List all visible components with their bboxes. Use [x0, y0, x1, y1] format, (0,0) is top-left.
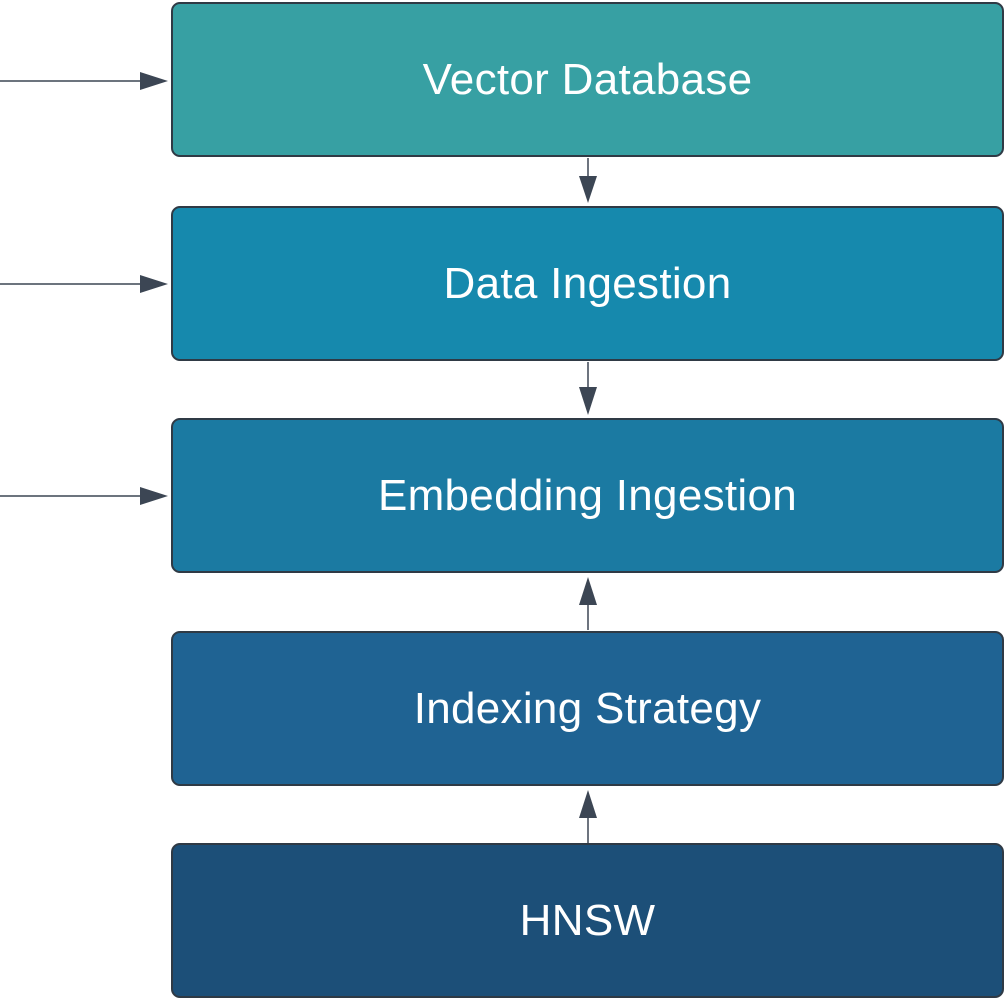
arrow-indexing-strategy-to-embedding-ingestion: [579, 577, 597, 630]
indexing-strategy-label: Indexing Strategy: [413, 683, 762, 733]
vector-database-label: Vector Database: [422, 54, 753, 104]
hnsw-label: HNSW: [519, 895, 656, 945]
embedding-ingestion-box[interactable]: Embedding Ingestion: [171, 418, 1004, 573]
embedding-ingestion-label: Embedding Ingestion: [377, 470, 798, 520]
data-ingestion-box[interactable]: Data Ingestion: [171, 206, 1004, 361]
incoming-arrow-data-ingestion: [0, 275, 168, 293]
data-ingestion-label: Data Ingestion: [443, 258, 732, 308]
arrow-vector-database-to-data-ingestion: [579, 158, 597, 203]
indexing-strategy-box[interactable]: Indexing Strategy: [171, 631, 1004, 786]
arrow-data-ingestion-to-embedding-ingestion: [579, 362, 597, 415]
incoming-arrow-embedding-ingestion: [0, 487, 168, 505]
incoming-arrow-vector-database: [0, 72, 168, 90]
arrow-hnsw-to-indexing-strategy: [579, 790, 597, 843]
vector-database-box[interactable]: Vector Database: [171, 2, 1004, 157]
hnsw-box[interactable]: HNSW: [171, 843, 1004, 998]
